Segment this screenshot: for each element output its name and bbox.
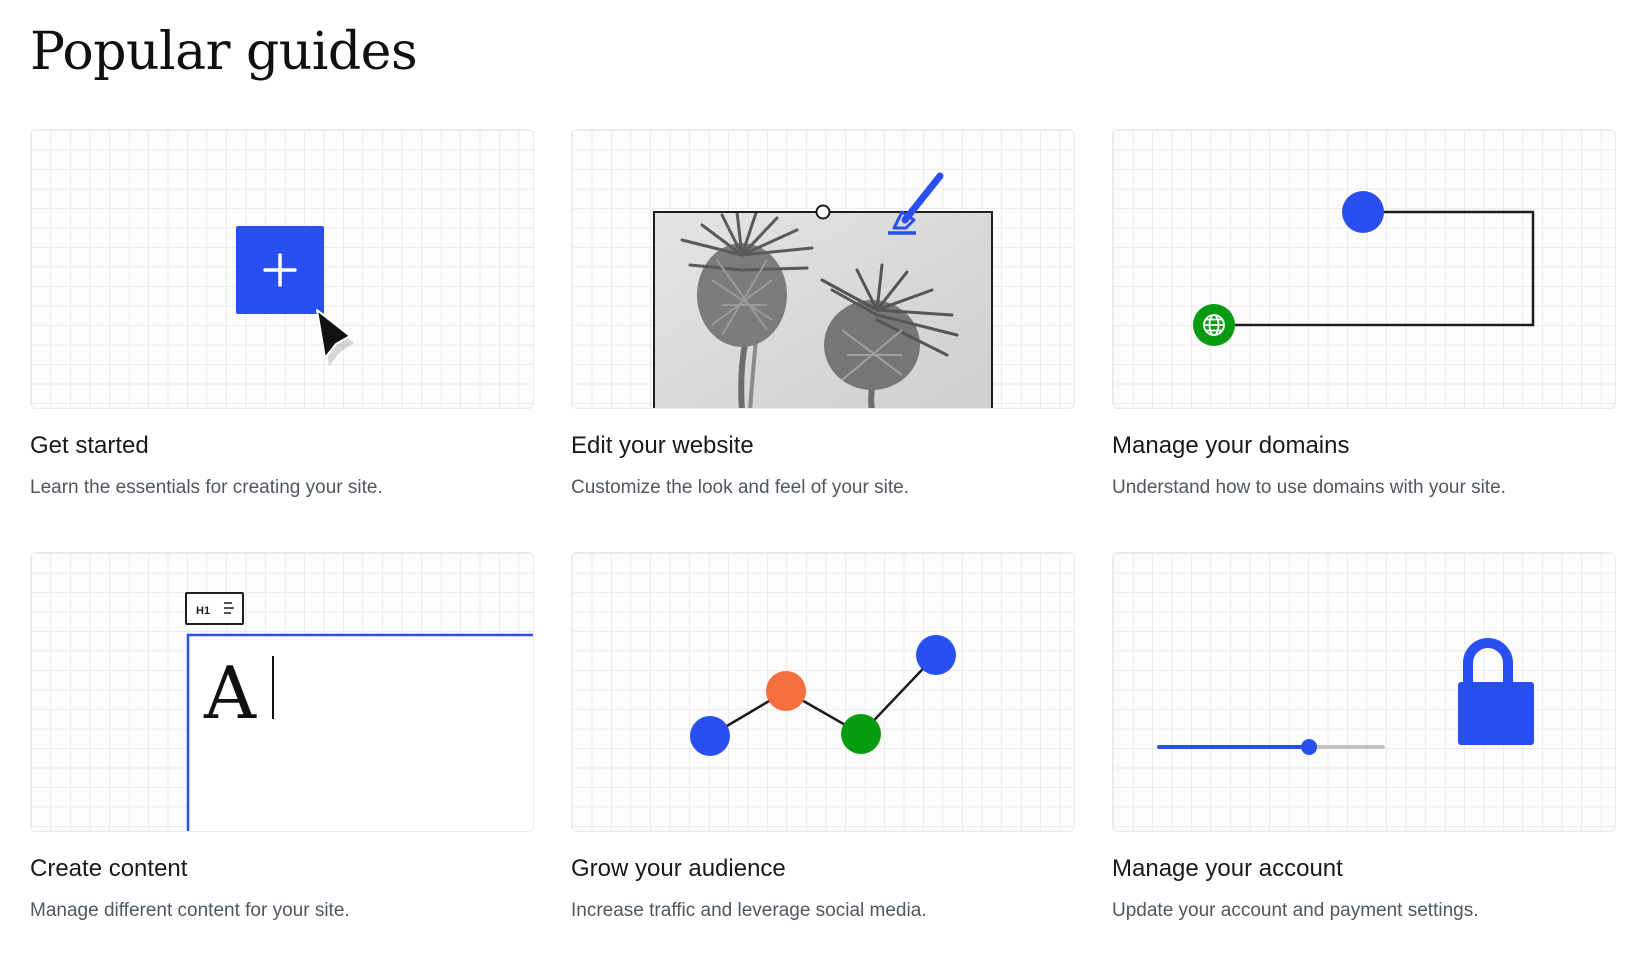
card-title[interactable]: Get started: [30, 432, 149, 459]
account-illustration: [1157, 638, 1534, 755]
slider-thumb: [1301, 739, 1318, 755]
plus-icon: [263, 253, 297, 287]
create-content-illustration: H1 A: [185, 592, 533, 831]
guide-illustration[interactable]: [571, 552, 1075, 832]
guide-card-manage-account[interactable]: Manage your account Update your account …: [1112, 552, 1616, 921]
get-started-illustration: [236, 226, 354, 366]
card-title[interactable]: Create content: [30, 855, 188, 882]
lock-icon: [1458, 638, 1534, 745]
guide-card-grow-audience[interactable]: Grow your audience Increase traffic and …: [571, 552, 1075, 921]
guide-card-create-content[interactable]: H1 A Create content Manage different con…: [30, 552, 534, 921]
guide-card-manage-domains[interactable]: Manage your domains Understand how to us…: [1112, 129, 1616, 498]
edit-website-illustration: [653, 172, 993, 408]
growth-point-3: [841, 714, 881, 754]
guide-illustration[interactable]: [1112, 552, 1616, 832]
resize-handle: [815, 204, 831, 220]
card-title[interactable]: Manage your domains: [1112, 432, 1350, 459]
growth-point-1: [690, 716, 730, 756]
guide-card-get-started[interactable]: Get started Learn the essentials for cre…: [30, 129, 534, 498]
guide-illustration[interactable]: [1112, 129, 1616, 409]
settings-slider: [1157, 739, 1385, 755]
card-title[interactable]: Manage your account: [1112, 855, 1343, 882]
plant-photo: [653, 211, 993, 408]
editor-block: [188, 635, 533, 831]
guide-illustration[interactable]: [30, 129, 534, 409]
growth-point-2: [766, 671, 806, 711]
card-description: Update your account and payment settings…: [1112, 900, 1479, 921]
brush-icon: [888, 172, 944, 235]
card-description: Understand how to use domains with your …: [1112, 477, 1506, 498]
card-title[interactable]: Edit your website: [571, 432, 754, 459]
heading-badge: H1: [196, 605, 210, 617]
align-icon: [224, 602, 234, 614]
blue-node: [1342, 191, 1384, 233]
card-description: Learn the essentials for creating your s…: [30, 477, 383, 498]
globe-icon: [1203, 314, 1225, 336]
guide-illustration[interactable]: H1 A: [30, 552, 534, 832]
domains-illustration: [1193, 191, 1535, 346]
editor-block-outline: [186, 633, 533, 831]
growth-chart: [690, 635, 956, 756]
card-description: Manage different content for your site.: [30, 900, 350, 921]
heading-toolbar: [185, 592, 244, 625]
growth-point-4: [916, 635, 956, 675]
page-title: Popular guides: [30, 22, 418, 82]
connector-line: [1215, 210, 1535, 327]
card-description: Customize the look and feel of your site…: [571, 477, 909, 498]
guide-card-edit-website[interactable]: Edit your website Customize the look and…: [571, 129, 1075, 498]
growth-line: [709, 654, 937, 738]
card-description: Increase traffic and leverage social med…: [571, 900, 927, 921]
guide-illustration[interactable]: [571, 129, 1075, 409]
editor-letter: A: [203, 651, 257, 735]
cursor-arrow-icon: [316, 309, 354, 366]
card-title[interactable]: Grow your audience: [571, 855, 786, 882]
